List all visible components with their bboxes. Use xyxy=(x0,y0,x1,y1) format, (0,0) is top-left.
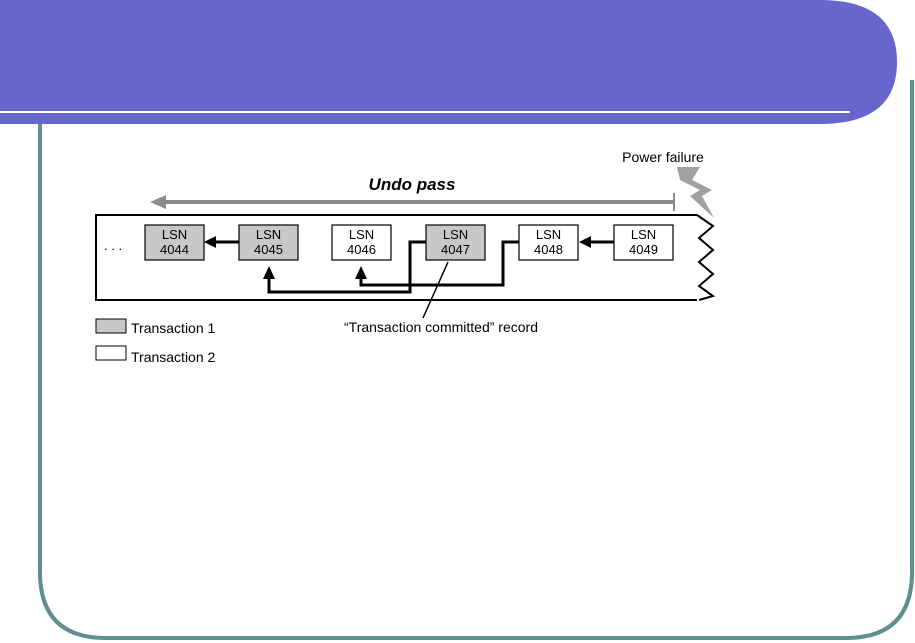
lsn-record-4047: LSN 4047 xyxy=(425,224,486,261)
legend-transaction-2: Transaction 2 xyxy=(95,345,216,365)
svg-text:Transaction 1: Transaction 1 xyxy=(131,320,216,336)
svg-text:LSN: LSN xyxy=(631,227,656,242)
svg-text:Transaction 2: Transaction 2 xyxy=(131,349,216,365)
committed-callout-line xyxy=(422,261,449,319)
svg-text:LSN: LSN xyxy=(162,227,187,242)
pointer-4048-to-4046 xyxy=(355,240,519,287)
power-failure-label: Power failure xyxy=(622,149,704,165)
pointer-4049-to-4048 xyxy=(579,236,614,248)
svg-text:4046: 4046 xyxy=(347,242,376,257)
svg-text:4049: 4049 xyxy=(629,242,658,257)
pointer-4047-to-4045 xyxy=(263,240,426,294)
undo-arrow-head xyxy=(150,195,166,209)
lsn-record-4048: LSN 4048 xyxy=(518,224,579,261)
lsn-record-4044: LSN 4044 xyxy=(144,224,205,261)
svg-text:LSN: LSN xyxy=(256,227,281,242)
lsn-record-4045: LSN 4045 xyxy=(238,224,299,261)
svg-text:LSN: LSN xyxy=(349,227,374,242)
undo-pass-label: Undo pass xyxy=(369,175,456,194)
svg-text:4047: 4047 xyxy=(441,242,470,257)
svg-text:LSN: LSN xyxy=(443,227,468,242)
slide-border xyxy=(38,80,914,640)
legend-transaction-1: Transaction 1 xyxy=(95,318,216,336)
log-ellipsis: . . . xyxy=(104,238,122,253)
log-box xyxy=(95,214,697,301)
committed-record-label: “Transaction committed” record xyxy=(344,319,538,335)
log-box-torn-edge xyxy=(696,214,716,301)
lightning-bolt-icon xyxy=(677,167,714,218)
svg-text:4048: 4048 xyxy=(534,242,563,257)
svg-text:4044: 4044 xyxy=(160,242,189,257)
svg-text:4045: 4045 xyxy=(254,242,283,257)
lsn-record-4046: LSN 4046 xyxy=(331,224,392,261)
header-band xyxy=(0,0,897,124)
svg-text:LSN: LSN xyxy=(536,227,561,242)
lsn-record-4049: LSN 4049 xyxy=(613,224,674,261)
pointer-4045-to-4044 xyxy=(204,236,239,248)
